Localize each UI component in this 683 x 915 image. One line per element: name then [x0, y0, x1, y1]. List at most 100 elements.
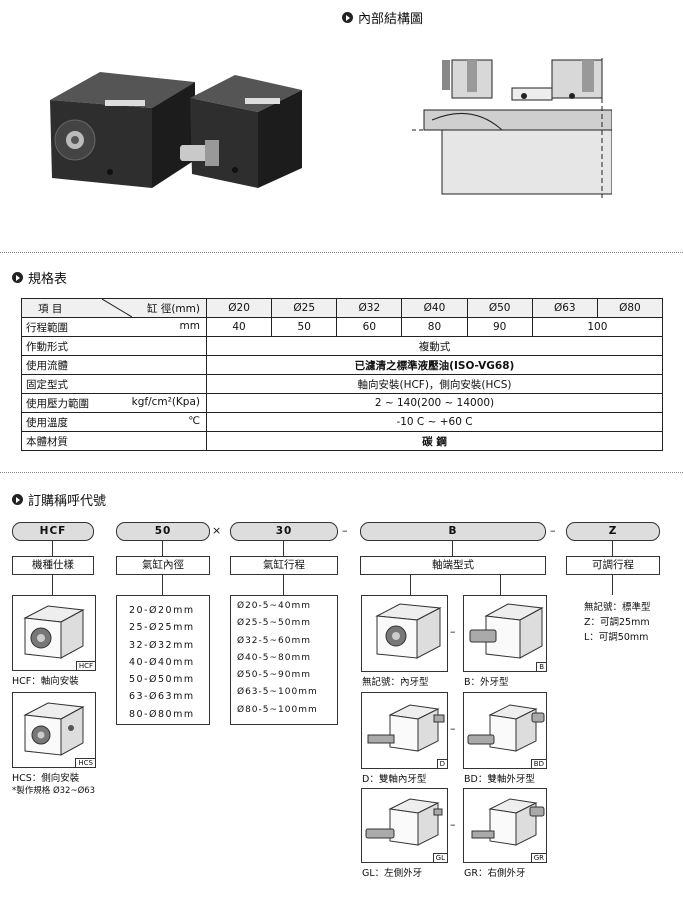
hcs-caption: HCS：側向安裝	[12, 773, 80, 784]
code-pill-bore: 50	[116, 522, 210, 541]
bore-list-box: 20-Ø20mm 25-Ø25mm 32-Ø32mm 40-Ø40mm 50-Ø…	[116, 595, 210, 725]
right-external-thread-icon	[471, 798, 545, 846]
rod-end-gr-box: GR	[463, 788, 547, 863]
bore-cell: Ø63	[531, 298, 598, 318]
d-tag: D	[436, 759, 447, 768]
bore-cell: Ø80	[596, 298, 664, 318]
label-rod-end: 軸端型式	[360, 556, 546, 575]
row-label: 作動形式	[21, 336, 207, 356]
stroke-list-box: Ø20-5~40mm Ø25-5~50mm Ø32-5~60mm Ø40-5~8…	[230, 595, 338, 725]
hcf-caption: HCF：軸向安裝	[12, 676, 79, 687]
play-circle-icon	[12, 272, 23, 283]
stroke-cell: 60	[336, 317, 403, 337]
connector-line	[162, 575, 163, 595]
dash-sign: –	[450, 722, 456, 735]
row-label: 使用流體	[21, 355, 207, 375]
connector-line	[283, 541, 284, 556]
rod-end-internal-box	[361, 595, 448, 672]
hcs-tag: HCS	[75, 758, 95, 767]
left-external-thread-icon	[365, 798, 443, 846]
table-row: 使用溫度℃ -10 C ~ +60 C	[21, 412, 663, 432]
code-pill-rod-end: B	[360, 522, 546, 541]
connector-line	[52, 575, 53, 595]
row-label: 使用溫度℃	[21, 412, 207, 432]
header-cell: 項 目 缸 徑(mm)	[21, 298, 207, 318]
diagonal-divider	[102, 299, 132, 317]
label-stroke: 氣缸行程	[230, 556, 338, 575]
stroke-cell: 40	[205, 317, 273, 337]
gl-caption: GL：左側外牙	[362, 868, 423, 879]
value-cell: -10 C ~ +60 C	[206, 412, 663, 432]
table-row: 項 目 缸 徑(mm) Ø20 Ø25 Ø32 Ø40 Ø50 Ø63 Ø80	[21, 298, 664, 318]
double-rod-internal-icon	[367, 704, 445, 752]
connector-line	[410, 575, 411, 595]
stroke-cell: 80	[401, 317, 468, 337]
bore-cell: Ø20	[205, 298, 273, 318]
dash-sign: –	[450, 625, 456, 638]
code-pill-adjust: Z	[566, 522, 660, 541]
code-pill-model: HCF	[12, 522, 94, 541]
gr-caption: GR：右側外牙	[464, 868, 526, 879]
stroke-list: Ø20-5~40mm Ø25-5~50mm Ø32-5~60mm Ø40-5~8…	[237, 601, 318, 715]
d-caption: D：雙軸內牙型	[362, 774, 427, 785]
row-label: 本體材質	[21, 431, 207, 451]
stroke-cell: 100	[531, 317, 664, 337]
spec-table: 項 目 缸 徑(mm) Ø20 Ø25 Ø32 Ø40 Ø50 Ø63 Ø80 …	[21, 298, 664, 451]
internal-thread-cylinder-icon	[375, 603, 442, 659]
value-cell: 軸向安裝(HCF)，側向安裝(HCS)	[206, 374, 663, 394]
product-photos	[50, 72, 302, 188]
code-pill-stroke: 30	[230, 522, 338, 541]
table-row: 固定型式 軸向安裝(HCF)，側向安裝(HCS)	[21, 374, 663, 394]
stroke-cell: 50	[271, 317, 338, 337]
hcs-image-box: HCS	[12, 692, 96, 768]
row-label: 固定型式	[21, 374, 207, 394]
dash-sign: –	[550, 524, 556, 537]
internal-structure-drawing	[412, 58, 612, 198]
connector-line	[500, 575, 501, 595]
bd-tag: BD	[530, 759, 546, 768]
rod-end-bd-box: BD	[463, 692, 547, 769]
dash-sign: –	[450, 818, 456, 831]
connector-line	[52, 541, 53, 556]
internal-caption: 無記號：內牙型	[362, 677, 429, 688]
spec-section-title: 規格表	[12, 268, 67, 287]
label-bore: 氣缸內徑	[116, 556, 210, 575]
hcf-cylinder-icon	[23, 605, 85, 659]
value-cell: 2 ~ 140(200 ~ 14000)	[206, 393, 663, 413]
play-circle-icon	[342, 12, 353, 23]
connector-line	[162, 541, 163, 556]
b-tag: B	[536, 662, 546, 671]
table-row: 本體材質 碳 鋼	[21, 431, 663, 451]
bore-list: 20-Ø20mm 25-Ø25mm 32-Ø32mm 40-Ø40mm 50-Ø…	[129, 605, 195, 720]
double-rod-external-icon	[467, 704, 545, 752]
bore-cell: Ø32	[336, 298, 403, 318]
value-cell: 已濾清之標準液壓油(ISO-VG68)	[206, 355, 663, 375]
value-cell: 複動式	[206, 336, 663, 356]
structure-section-title: 內部結構圖	[342, 8, 423, 27]
hcs-cylinder-icon	[23, 702, 85, 756]
play-circle-icon	[12, 494, 23, 505]
gl-tag: GL	[432, 853, 447, 862]
connector-line	[612, 541, 613, 556]
external-thread-cylinder-icon	[469, 603, 544, 659]
stroke-cell: 90	[466, 317, 533, 337]
rod-end-b-box: B	[463, 595, 547, 672]
gr-tag: GR	[530, 853, 546, 862]
section-divider	[0, 472, 683, 474]
bore-cell: Ø40	[401, 298, 468, 318]
rod-end-d-box: D	[361, 692, 448, 769]
b-caption: B：外牙型	[464, 677, 509, 688]
connector-line	[612, 575, 613, 595]
connector-line	[452, 541, 453, 556]
order-section-title: 訂購稱呼代號	[12, 490, 106, 509]
times-sign: ×	[212, 524, 222, 537]
value-cell: 碳 鋼	[206, 431, 663, 451]
bd-caption: BD：雙軸外牙型	[464, 774, 535, 785]
label-adjust: 可調行程	[566, 556, 660, 575]
table-row: 使用流體 已濾清之標準液壓油(ISO-VG68)	[21, 355, 663, 375]
rod-end-gl-box: GL	[361, 788, 448, 863]
